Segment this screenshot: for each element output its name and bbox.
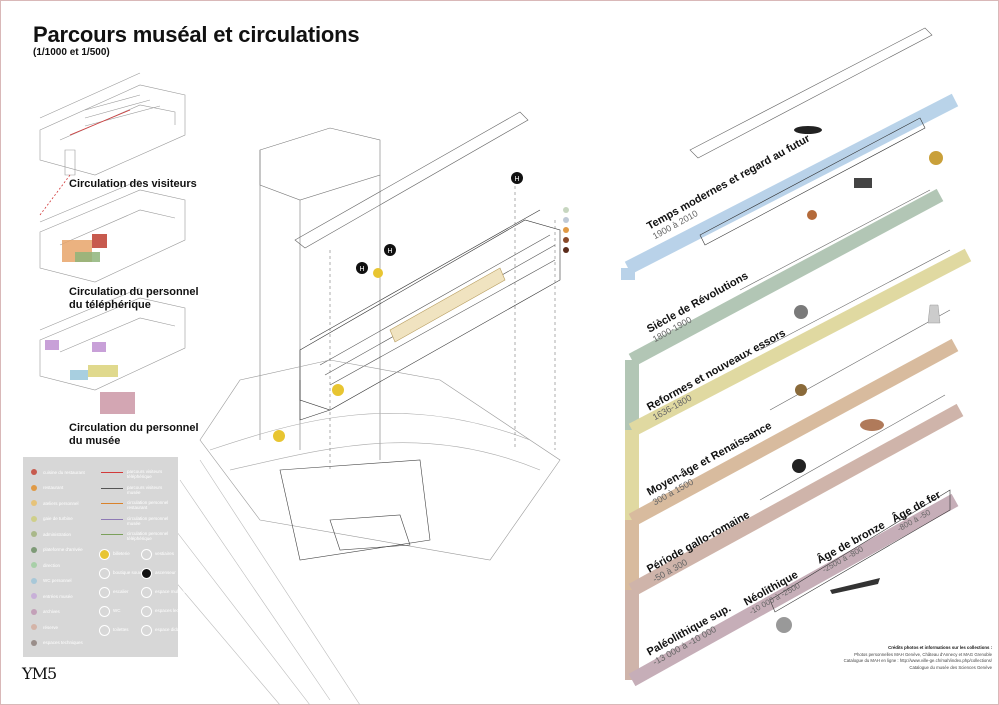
logo: YM5 bbox=[22, 664, 57, 683]
legend-swatch bbox=[31, 593, 37, 599]
legend-line bbox=[101, 534, 123, 535]
credits-heading: Crédits photos et informations sur les c… bbox=[888, 645, 992, 650]
credits-line: Catalogue du MAH en ligne : http://www.v… bbox=[843, 658, 992, 663]
legend-symbol-label: escalier bbox=[113, 589, 129, 594]
svg-text:H: H bbox=[387, 248, 392, 255]
legend-label: gaie de turbine bbox=[43, 516, 73, 521]
main-symbols: H H H bbox=[273, 172, 523, 442]
page-subtitle: (1/1000 et 1/500) bbox=[33, 47, 110, 58]
legend-symbol-icon bbox=[99, 549, 110, 560]
diagram-visitors bbox=[39, 72, 186, 216]
diagram-cablecar-staff bbox=[39, 179, 186, 283]
legend-swatch bbox=[31, 469, 37, 475]
legend-line-label: circulation personnel restaurant bbox=[127, 500, 169, 510]
legend-symbol-label: billeterie bbox=[113, 551, 130, 556]
legend-swatch bbox=[31, 484, 37, 491]
svg-text:H: H bbox=[514, 176, 519, 183]
credits-line: Catalogue du musée des Sciences Genève bbox=[909, 664, 992, 670]
legend-label: archives bbox=[43, 609, 60, 614]
legend-line bbox=[101, 503, 123, 504]
legend-swatch bbox=[31, 500, 37, 506]
legend-label: administration bbox=[43, 531, 72, 537]
legend-symbol-label: espace multimédia bbox=[155, 589, 193, 594]
legend-symbol-icon bbox=[99, 568, 110, 579]
legend-label: plateforme d'arrivée bbox=[43, 547, 83, 552]
legend-line-label: circulation personnel musée bbox=[127, 515, 169, 526]
legend-swatch bbox=[31, 515, 37, 522]
legend-line bbox=[101, 472, 123, 473]
legend-symbol-icon bbox=[141, 606, 152, 617]
legend-swatch bbox=[31, 608, 37, 615]
legend-symbol-label: espaces lecture bbox=[155, 608, 187, 613]
central-building bbox=[139, 111, 561, 705]
timeline-strips bbox=[689, 27, 951, 613]
legend-symbol-icon bbox=[141, 568, 152, 579]
legend-symbol-icon bbox=[141, 625, 152, 636]
artefact-icons bbox=[776, 126, 943, 633]
legend-label: WC personnel bbox=[43, 578, 72, 583]
legend-swatch bbox=[31, 562, 37, 568]
legend-swatch bbox=[31, 546, 37, 553]
legend-label: espaces techniques bbox=[43, 640, 83, 645]
legend-symbol-label: WC bbox=[113, 608, 121, 613]
legend-label: direction bbox=[43, 562, 61, 568]
legend-label: cuisine du restaurant bbox=[43, 469, 85, 475]
legend-swatch bbox=[31, 639, 37, 646]
legend: cuisine du restaurant restaurant ateliers … bbox=[23, 457, 193, 657]
diagram-label-cablecar-staff: Circulation du personnel du téléphérique bbox=[69, 286, 199, 311]
legend-symbol-icon bbox=[99, 625, 110, 636]
legend-symbol-icon bbox=[99, 587, 110, 598]
credits: Crédits photos et informations sur les c… bbox=[792, 645, 992, 671]
credits-line: Photos personnelles MAH Genève, Château … bbox=[854, 651, 992, 657]
legend-swatch bbox=[31, 577, 37, 584]
legend-symbol-label: ascenseur bbox=[155, 570, 176, 575]
legend-swatch bbox=[31, 531, 37, 537]
legend-symbol-icon bbox=[141, 549, 152, 560]
legend-symbol-label: espace didactique bbox=[155, 627, 192, 632]
diagram-label-visitors: Circulation des visiteurs bbox=[69, 178, 197, 190]
legend-symbol-label: vestiaires bbox=[155, 551, 175, 556]
legend-swatch bbox=[31, 624, 37, 630]
legend-line bbox=[101, 487, 123, 489]
legend-label: restaurant bbox=[43, 485, 64, 490]
legend-line-label: circulation personnel téléphérique bbox=[127, 531, 169, 541]
page-title: Parcours muséal et circulations bbox=[33, 22, 360, 47]
legend-line-label: parcours visiteurs téléphérique bbox=[127, 469, 163, 479]
legend-line-label: parcours visiteurs musée bbox=[127, 484, 163, 495]
legend-line bbox=[101, 518, 123, 520]
legend-label: entrées musée bbox=[43, 593, 73, 599]
legend-symbol-icon bbox=[99, 606, 110, 617]
legend-symbol-icon bbox=[141, 587, 152, 598]
level-markers bbox=[563, 207, 569, 253]
diagram-label-museum-staff: Circulation du personnel du musée bbox=[69, 422, 199, 447]
legend-label: réserve bbox=[43, 624, 59, 630]
timeline-bands bbox=[621, 93, 972, 687]
diagram-museum-staff bbox=[39, 287, 186, 414]
svg-text:H: H bbox=[359, 266, 364, 273]
legend-symbol-label: boutique souvenirs bbox=[113, 570, 151, 575]
legend-symbol-label: toilettes bbox=[113, 627, 129, 632]
legend-label: ateliers personnel bbox=[43, 500, 79, 506]
